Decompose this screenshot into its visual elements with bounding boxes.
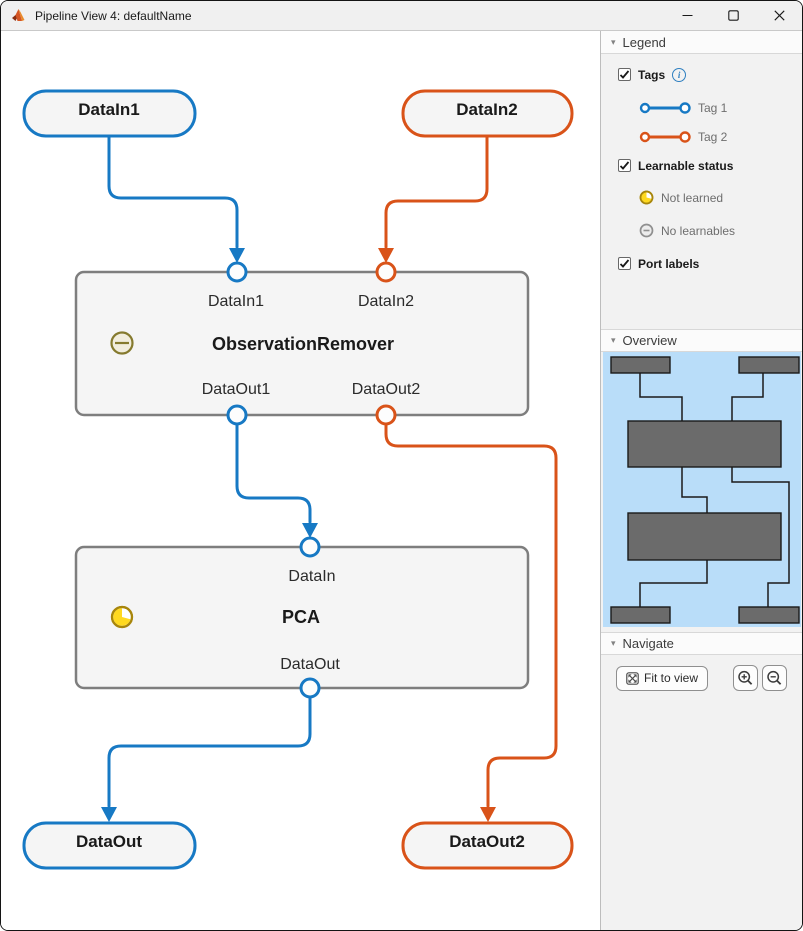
node-datain1[interactable]: DataIn1: [22, 89, 197, 138]
node-dataout2-label: DataOut2: [449, 832, 525, 851]
node-datain2[interactable]: DataIn2: [401, 89, 574, 138]
tag2-line-sample: [639, 130, 691, 143]
tag1-line-sample: [639, 101, 691, 114]
navigate-header-label: Navigate: [622, 636, 674, 651]
block-observationremover-title: ObservationRemover: [212, 334, 394, 354]
port-label-datain2: DataIn2: [358, 293, 414, 310]
check-icon: [619, 70, 630, 79]
zoom-out-icon: [767, 670, 782, 685]
port-pca-datain[interactable]: [299, 536, 321, 558]
window-title: Pipeline View 4: defaultName: [35, 8, 192, 23]
collapse-arrow-icon: ▾: [611, 335, 616, 345]
navigate-section-header[interactable]: ▾ Navigate: [601, 632, 802, 655]
port-label-datain1: DataIn1: [208, 293, 264, 310]
info-icon[interactable]: i: [672, 67, 687, 82]
port-label-dataout2: DataOut2: [352, 381, 421, 398]
minimap-block-pca: [627, 512, 782, 561]
port-label-datain: DataIn: [288, 568, 335, 585]
matlab-logo-icon: [12, 9, 25, 21]
tag1-label: Tag 1: [698, 100, 728, 115]
check-icon: [619, 259, 630, 268]
edge-datain2-to-block[interactable]: [384, 133, 489, 249]
zoom-in-button[interactable]: [733, 665, 758, 691]
no-learnables-legend-icon: [639, 223, 654, 238]
minimap-node-datain1: [610, 356, 671, 374]
learnable-status-checkbox[interactable]: [618, 159, 631, 172]
port-obsremover-datain2[interactable]: [375, 261, 397, 283]
edge-dataout2-arrowhead: [480, 807, 496, 822]
zoom-out-button[interactable]: [762, 665, 787, 691]
node-dataout2[interactable]: DataOut2: [401, 821, 574, 870]
minimize-icon: [682, 14, 692, 17]
port-labels-checkbox[interactable]: [618, 257, 631, 270]
legend-body: Tags i Tag 1 Tag 2: [601, 67, 802, 271]
minimize-button[interactable]: [664, 1, 710, 30]
zoom-in-icon: [738, 670, 753, 685]
side-panel: ▾ Legend Tags i Tag 1: [600, 31, 802, 930]
no-learnables-label: No learnables: [661, 223, 736, 238]
edge-datain2-arrowhead: [378, 248, 394, 263]
port-obsremover-datain1[interactable]: [226, 261, 248, 283]
close-icon: [773, 10, 785, 21]
not-learned-label: Not learned: [661, 190, 724, 205]
legend-section-header[interactable]: ▾ Legend: [601, 31, 802, 54]
edge-datain1-to-block[interactable]: [107, 133, 239, 249]
port-pca-dataout[interactable]: [299, 677, 321, 699]
port-label-dataout: DataOut: [280, 656, 340, 673]
minimap-block-observationremover: [627, 420, 782, 468]
close-button[interactable]: [756, 1, 802, 30]
edge-pca-arrowhead: [101, 807, 117, 822]
port-labels-label: Port labels: [638, 256, 700, 271]
fit-to-view-label: Fit to view: [644, 671, 699, 685]
tag2-label: Tag 2: [698, 129, 728, 144]
minimap-node-dataout2: [738, 606, 800, 624]
collapse-arrow-icon: ▾: [611, 36, 616, 47]
node-datain1-label: DataIn1: [78, 100, 139, 119]
overview-header-label: Overview: [622, 333, 677, 348]
overview-section-header[interactable]: ▾ Overview: [601, 329, 802, 352]
overview-minimap[interactable]: [603, 352, 801, 627]
tags-checkbox[interactable]: [618, 68, 631, 81]
tags-label: Tags: [638, 67, 666, 82]
port-obsremover-dataout2[interactable]: [375, 404, 397, 426]
block-observationremover[interactable]: DataIn1 DataIn2 ObservationRemover DataO…: [74, 270, 530, 417]
edge-datain1-arrowhead: [229, 248, 245, 263]
node-dataout[interactable]: DataOut: [22, 821, 197, 870]
not-learned-legend-icon: [639, 190, 654, 205]
title-bar: Pipeline View 4: defaultName: [1, 1, 802, 31]
check-icon: [619, 161, 630, 170]
minimap-node-dataout: [610, 606, 671, 624]
port-obsremover-dataout1[interactable]: [226, 404, 248, 426]
legend-header-label: Legend: [622, 34, 666, 50]
not-learned-icon: [110, 605, 134, 629]
edge-pca-to-dataout[interactable]: [107, 695, 312, 808]
pipeline-canvas[interactable]: DataIn1 DataIn2 DataIn1 DataIn2 Observat…: [1, 31, 602, 930]
edge-dataout1-arrowhead: [302, 523, 318, 538]
block-pca-title: PCA: [282, 607, 320, 627]
edge-dataout1-to-pca[interactable]: [235, 422, 312, 524]
collapse-arrow-icon: ▾: [611, 638, 616, 648]
minimap-node-datain2: [738, 356, 800, 374]
maximize-icon: [727, 10, 739, 21]
maximize-button[interactable]: [710, 1, 756, 30]
fit-to-view-icon: [626, 671, 639, 685]
no-learnables-icon: [110, 331, 134, 355]
edge-dataout2-to-output[interactable]: [384, 422, 558, 808]
learnable-status-label: Learnable status: [638, 158, 734, 173]
node-dataout-label: DataOut: [76, 832, 142, 851]
fit-to-view-button[interactable]: Fit to view: [616, 665, 709, 691]
block-pca[interactable]: DataIn PCA DataOut: [74, 545, 530, 690]
node-datain2-label: DataIn2: [456, 100, 517, 119]
port-label-dataout1: DataOut1: [202, 381, 271, 398]
